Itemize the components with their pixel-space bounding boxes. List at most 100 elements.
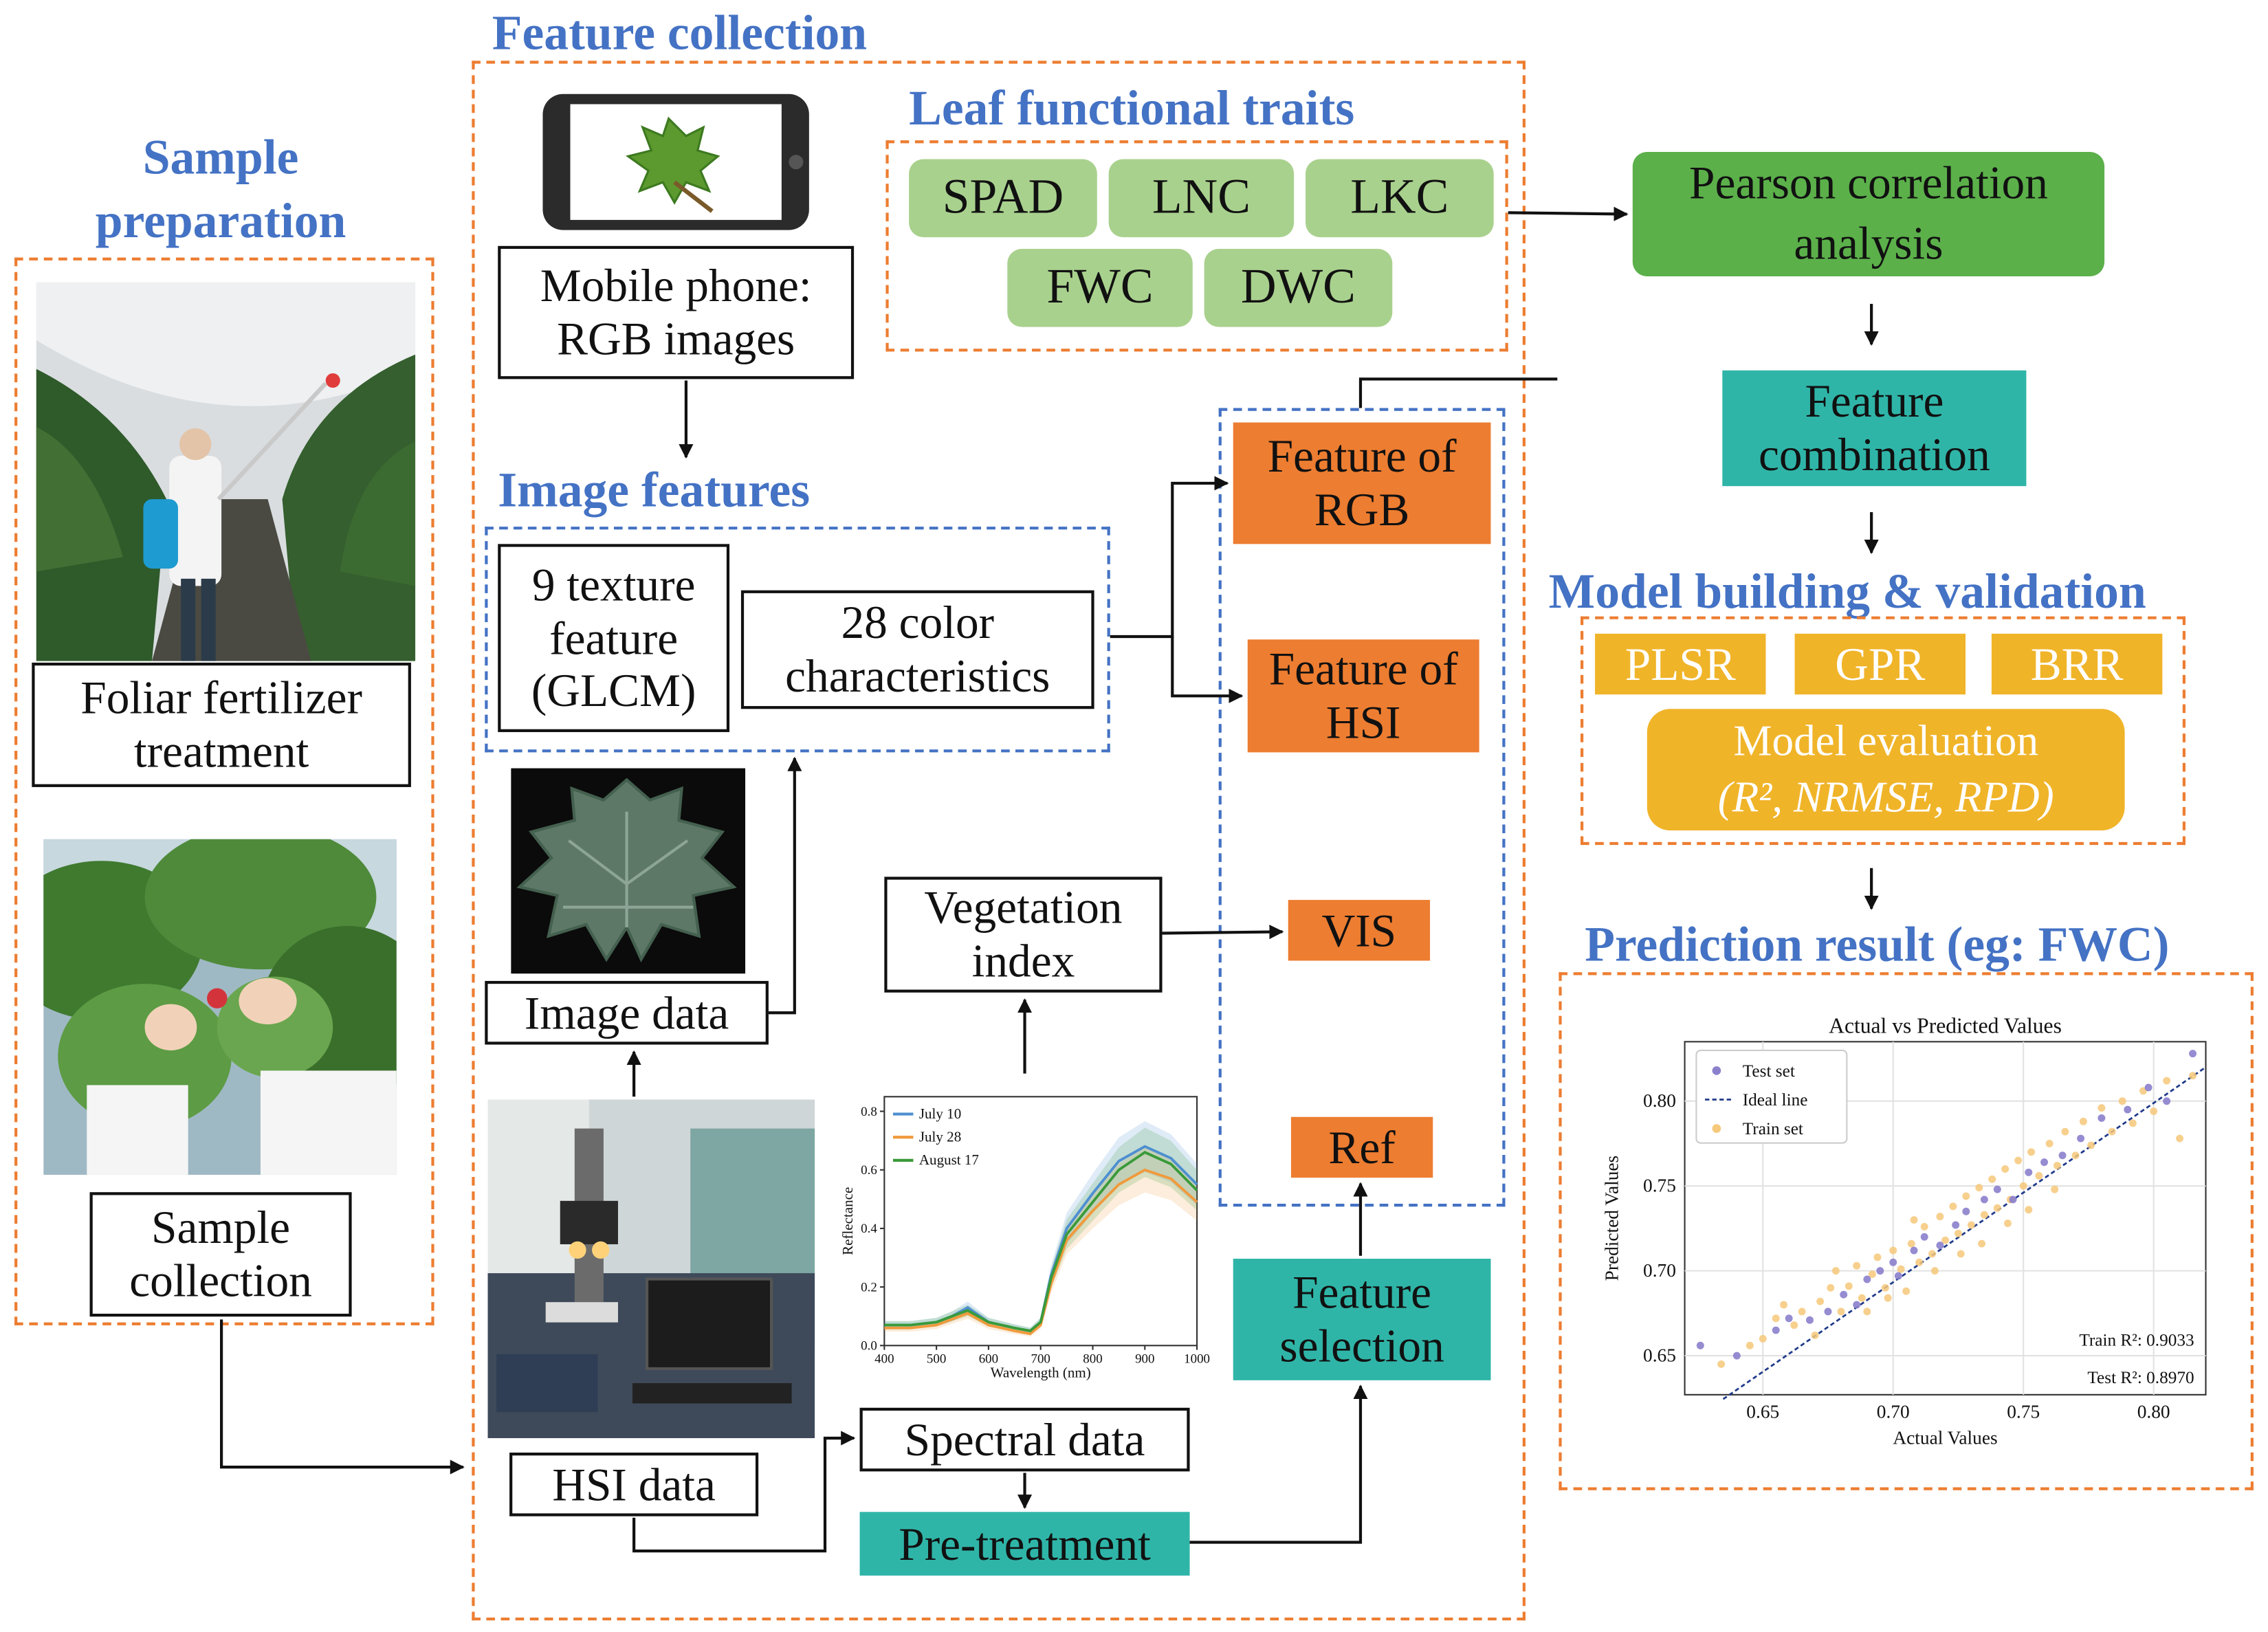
train-point-34 xyxy=(2001,1165,2010,1173)
test-point-8 xyxy=(1863,1275,1871,1283)
test-point-17 xyxy=(1980,1195,1988,1204)
test-point-20 xyxy=(2025,1168,2033,1176)
spectral-band-2 xyxy=(884,1127,1198,1334)
spectral-ytick-label-3: 0.6 xyxy=(861,1163,877,1178)
test-point-16 xyxy=(1962,1207,1970,1215)
train-point-15 xyxy=(1873,1253,1882,1261)
test-point-28 xyxy=(2189,1050,2197,1058)
leaf-functional-traits-title: Leaf functional traits xyxy=(909,82,1355,136)
model-evaluation-title: Model evaluation xyxy=(1733,717,2039,766)
scatter-xtick-label-3: 0.80 xyxy=(2137,1402,2170,1422)
train-point-19 xyxy=(1902,1287,1911,1295)
train-point-33 xyxy=(1993,1204,2001,1212)
model-gpr: GPR xyxy=(1794,633,1966,695)
model-building-title: Model building & validation xyxy=(1548,565,2146,619)
spectral-xtick-label-2: 600 xyxy=(979,1352,998,1367)
train-point-21 xyxy=(1915,1258,1924,1266)
model-plsr: PLSR xyxy=(1595,633,1766,695)
feature-collection-title: Feature collection xyxy=(492,7,868,61)
train-point-25 xyxy=(1941,1236,1949,1244)
train-point-58 xyxy=(1978,1239,1986,1248)
test-point-27 xyxy=(2163,1097,2171,1105)
train-point-42 xyxy=(2061,1127,2069,1136)
trait-fwc: FWC xyxy=(1007,248,1193,327)
test-point-9 xyxy=(1876,1267,1884,1275)
test-r2-annotation: Test R²: 0.8970 xyxy=(2087,1368,2194,1387)
test-point-24 xyxy=(2098,1114,2106,1122)
train-point-12 xyxy=(1853,1261,1861,1270)
spectral-xtick-label-1: 500 xyxy=(927,1352,946,1367)
train-point-57 xyxy=(1930,1267,1939,1275)
scatter-ylabel: Predicted Values xyxy=(1602,1156,1622,1281)
ref-label: Ref xyxy=(1290,1116,1433,1178)
train-point-9 xyxy=(1827,1283,1835,1292)
trait-spad: SPAD xyxy=(909,159,1097,238)
spectral-legend-label-0: July 10 xyxy=(919,1105,961,1122)
sample-collection-photo xyxy=(43,839,397,1175)
test-point-26 xyxy=(2144,1083,2153,1092)
spectral-xtick-label-0: 400 xyxy=(874,1352,894,1367)
train-point-61 xyxy=(1910,1216,1918,1224)
spectral-legend-label-1: July 28 xyxy=(919,1129,961,1145)
test-point-25 xyxy=(2124,1105,2132,1114)
legend-test-label: Test set xyxy=(1743,1061,1795,1081)
train-point-16 xyxy=(1881,1283,1889,1292)
train-point-22 xyxy=(1920,1222,1928,1231)
test-point-18 xyxy=(1993,1185,2001,1193)
train-point-59 xyxy=(2025,1206,2033,1214)
train-point-51 xyxy=(2150,1107,2158,1116)
train-point-39 xyxy=(2035,1171,2043,1180)
train-point-30 xyxy=(1975,1184,1983,1192)
mobile-phone-illustration xyxy=(541,93,811,232)
spectral-band-0 xyxy=(884,1121,1198,1334)
test-point-21 xyxy=(2040,1158,2048,1167)
test-point-0 xyxy=(1696,1341,1704,1349)
train-point-18 xyxy=(1897,1265,1905,1273)
train-point-27 xyxy=(1954,1229,1962,1237)
test-point-12 xyxy=(1910,1246,1918,1255)
arrow-traits-to-pearson xyxy=(1508,206,1629,221)
mobile-phone-rgb-images: Mobile phone: RGB images xyxy=(498,245,855,379)
scatter-ytick-label-0: 0.65 xyxy=(1643,1345,1676,1365)
train-point-29 xyxy=(1967,1221,1975,1229)
train-point-47 xyxy=(2108,1127,2116,1136)
trait-dwc: DWC xyxy=(1204,248,1393,327)
train-point-37 xyxy=(2019,1182,2027,1190)
train-point-62 xyxy=(1957,1250,1965,1258)
legend-train-swatch xyxy=(1712,1124,1721,1133)
color-characteristics: 28 color characteristics xyxy=(740,590,1094,709)
pretreatment-label: Pre-treatment xyxy=(859,1512,1190,1576)
spectral-ytick-label-0: 0.0 xyxy=(861,1339,877,1354)
train-r2-annotation: Train R²: 0.9033 xyxy=(2079,1330,2194,1349)
pearson-correlation-analysis: Pearson correlation analysis xyxy=(1632,151,2105,276)
spectral-legend-label-2: August 17 xyxy=(919,1151,979,1168)
foliar-spraying-photo xyxy=(36,282,416,661)
train-point-54 xyxy=(2189,1072,2197,1080)
test-point-14 xyxy=(1936,1242,1944,1250)
scatter-ideal-line xyxy=(1722,1066,2207,1400)
train-point-4 xyxy=(1780,1301,1788,1309)
spectral-ylabel: Reflectance xyxy=(839,1187,856,1255)
test-point-13 xyxy=(1920,1233,1928,1241)
test-point-3 xyxy=(1785,1314,1793,1323)
train-point-23 xyxy=(1928,1250,1937,1258)
feature-combination: Feature combination xyxy=(1722,370,2027,487)
train-point-24 xyxy=(1936,1213,1944,1221)
spectral-line-1 xyxy=(884,1168,1198,1336)
sample-preparation-title: Sample preparation xyxy=(95,131,346,249)
prediction-result-title: Prediction result (eg: FWC) xyxy=(1585,918,2170,973)
train-point-1 xyxy=(1746,1341,1754,1349)
train-point-28 xyxy=(1962,1192,1970,1200)
train-point-53 xyxy=(2176,1134,2184,1143)
train-point-3 xyxy=(1772,1314,1780,1323)
train-point-5 xyxy=(1790,1321,1798,1330)
train-point-20 xyxy=(1907,1239,1915,1248)
train-point-14 xyxy=(1868,1270,1876,1279)
train-point-41 xyxy=(2053,1162,2061,1170)
train-point-26 xyxy=(1949,1202,1957,1211)
trait-lkc: LKC xyxy=(1305,159,1494,238)
train-point-52 xyxy=(2163,1077,2171,1085)
legend-train-label: Train set xyxy=(1743,1119,1803,1138)
test-point-11 xyxy=(1894,1272,1902,1280)
